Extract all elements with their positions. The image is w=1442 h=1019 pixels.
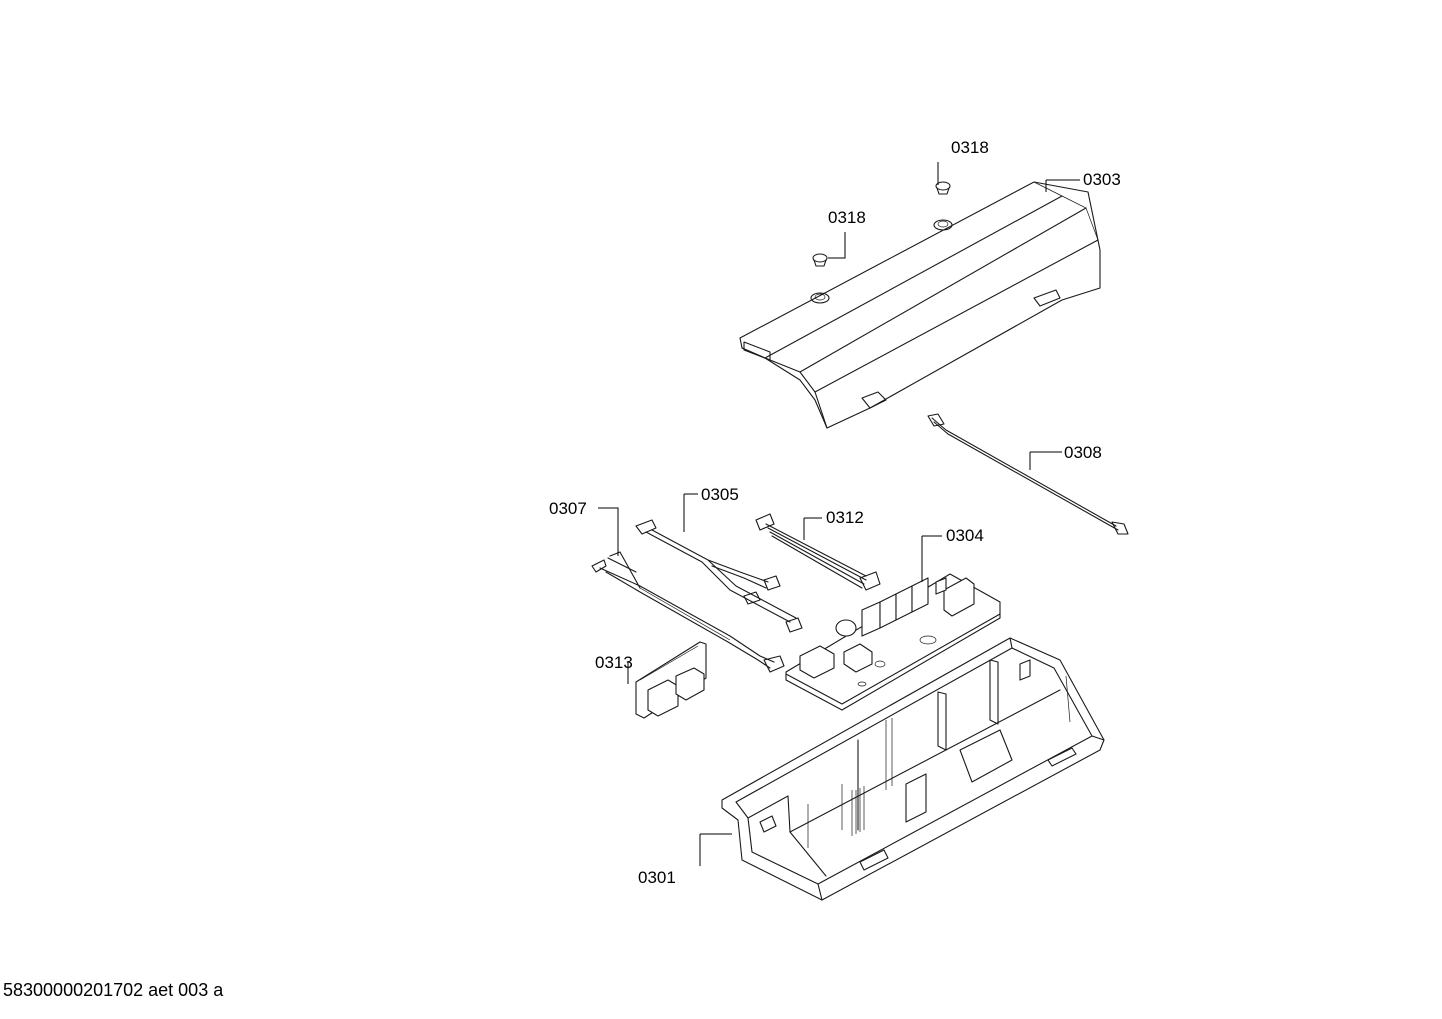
- part-0307-harness: [591, 551, 785, 673]
- part-0303-cover: [739, 181, 1101, 429]
- part-0304-pcb: [785, 573, 1001, 711]
- leader-lines: [598, 162, 1080, 866]
- label-0307: 0307: [549, 499, 587, 518]
- part-0301-housing: [721, 637, 1105, 901]
- part-0313-small-pcb: [635, 641, 707, 719]
- part-0318-plug-b: [935, 181, 951, 195]
- part-0318-plug-a: [812, 253, 828, 267]
- label-0305: 0305: [701, 485, 739, 504]
- label-0303: 0303: [1083, 170, 1121, 189]
- label-0318-upper: 0318: [951, 138, 989, 157]
- label-0308: 0308: [1064, 443, 1102, 462]
- label-0312: 0312: [826, 508, 864, 527]
- part-labels: 0318 0318 0303 0308 0307 0305 0312 0304 …: [549, 138, 1121, 887]
- label-0313: 0313: [595, 653, 633, 672]
- label-0301: 0301: [638, 868, 676, 887]
- part-0305-harness: [635, 519, 803, 633]
- label-0304: 0304: [946, 526, 984, 545]
- part-0312-connector: [755, 513, 881, 591]
- drawing-reference-code: 58300000201702 aet 003 a: [3, 980, 224, 1000]
- label-0318-lower: 0318: [828, 208, 866, 227]
- part-0308-wire: [927, 413, 1129, 535]
